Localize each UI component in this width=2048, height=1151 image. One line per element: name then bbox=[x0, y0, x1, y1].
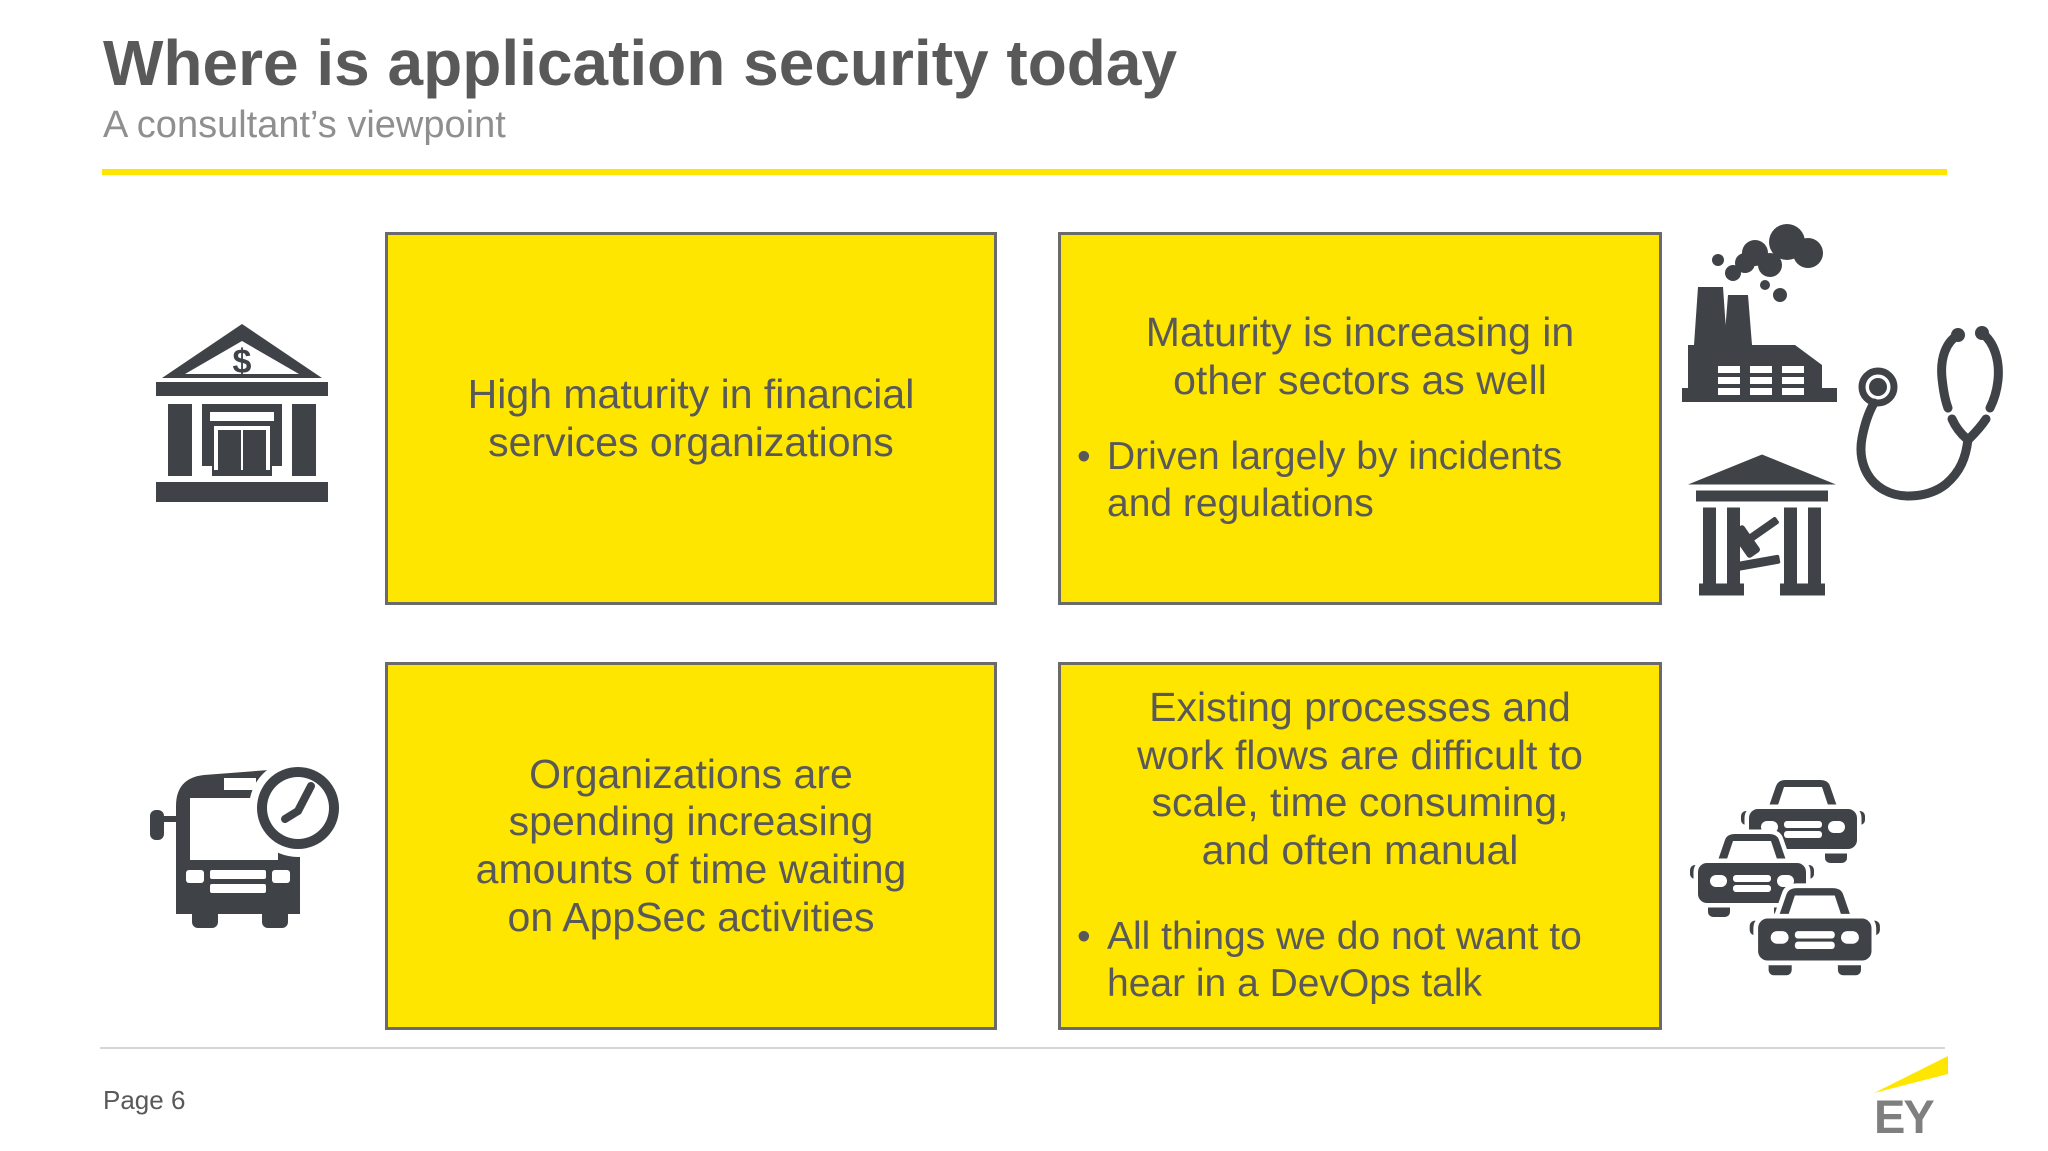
card-other-sectors: Maturity is increasing in other sectors … bbox=[1058, 232, 1662, 605]
bullet-text: Driven largely by incidents and regulati… bbox=[1107, 435, 1563, 526]
bullet-marker: • bbox=[1077, 915, 1091, 959]
card-financial-maturity: High maturity in financial services orga… bbox=[385, 232, 997, 605]
ey-wordmark: EY bbox=[1874, 1090, 1934, 1136]
ey-logo: EY bbox=[1874, 1056, 1950, 1136]
card-heading: Organizations are spending increasing am… bbox=[475, 750, 907, 940]
dollar-glyph: $ bbox=[233, 343, 252, 381]
courthouse-gavel-icon bbox=[1686, 452, 1838, 602]
footer-divider bbox=[100, 1047, 1945, 1049]
card-appsec-waiting: Organizations are spending increasing am… bbox=[385, 662, 997, 1030]
traffic-cars-icon bbox=[1688, 768, 1896, 980]
slide-subtitle: A consultant’s viewpoint bbox=[103, 104, 506, 146]
slide-title: Where is application security today bbox=[103, 27, 1178, 99]
page-number: Page 6 bbox=[103, 1085, 186, 1115]
card-heading: High maturity in financial services orga… bbox=[467, 370, 915, 465]
stethoscope-icon bbox=[1842, 322, 2014, 518]
bullet-text: All things we do not want to hear in a D… bbox=[1107, 915, 1582, 1006]
bus-clock-icon bbox=[148, 756, 360, 932]
title-underline bbox=[102, 169, 1947, 175]
bullet-marker: • bbox=[1077, 435, 1091, 479]
factory-smoke-icon bbox=[1682, 216, 1842, 416]
ey-beam-icon bbox=[1874, 1056, 1948, 1093]
card-heading: Maturity is increasing in other sectors … bbox=[1145, 309, 1575, 403]
bullet-item: • All things we do not want to hear in a… bbox=[1061, 914, 1659, 1008]
bank-dollar-icon: $ bbox=[152, 320, 332, 506]
card-processes-workflows: Existing processes and work flows are di… bbox=[1058, 662, 1662, 1030]
bullet-item: • Driven largely by incidents and regula… bbox=[1061, 434, 1659, 528]
card-heading: Existing processes and work flows are di… bbox=[1137, 684, 1583, 873]
